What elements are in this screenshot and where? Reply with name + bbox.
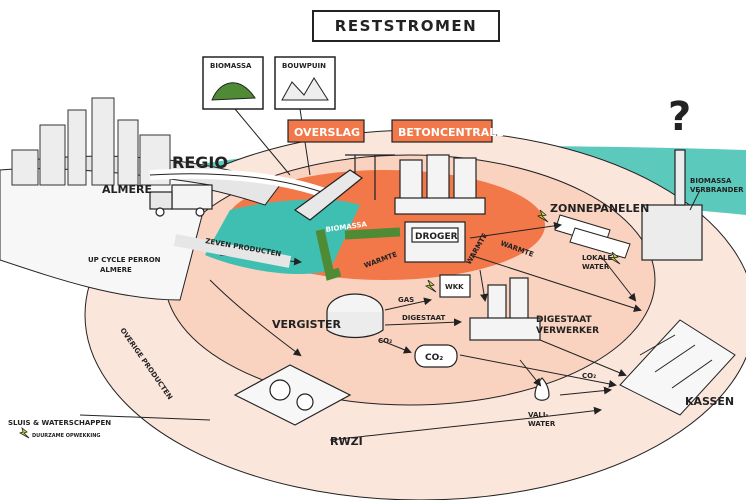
betoncentrale-box (391, 119, 493, 143)
zonnepanelen-label: ZONNEPANELEN (550, 202, 649, 215)
up-cycle-label-2: ALMERE (100, 266, 132, 274)
biomassa-label: BIOMASSA (210, 62, 252, 70)
diagram-title: RESTSTROMEN (334, 17, 478, 35)
kassen-label: KASSEN (685, 395, 734, 408)
droger-building (404, 221, 466, 263)
co2-tank-icon (414, 344, 458, 368)
biomassa-arrow-to-droger (344, 227, 401, 240)
kassen-greenhouses (619, 319, 736, 416)
vergister-icon (326, 293, 384, 339)
droger-label: DROGER (415, 232, 458, 242)
flow-arrows (209, 221, 642, 441)
co2-label-1: CO₂ (378, 337, 392, 345)
vergister-label: VERGISTER (272, 318, 342, 331)
truck-icon (149, 184, 213, 217)
title-box: RESTSTROMEN (312, 10, 500, 42)
overslag-label: OVERSLAG (294, 126, 360, 139)
vali-water-label-1: VALI- (528, 411, 548, 419)
almere-label: ALMERE (102, 183, 152, 196)
sluis-sub-label: DUURZAME OPWEKKING (32, 433, 101, 439)
biomassa-callout (202, 56, 291, 176)
verbrander-pointer (689, 189, 701, 211)
betoncentrale-label: BETONCENTRALE (398, 126, 504, 139)
biomassa-verbrander-label-2: VERBRANDER (690, 186, 744, 194)
concrete-plant (394, 154, 486, 215)
biomassa-verbrander-icon (641, 149, 703, 261)
sluis-pointer (79, 414, 211, 421)
biomassa-green-arrow (315, 229, 342, 281)
overslag-box (287, 119, 365, 143)
lokale-water-label-1: LOKALE (582, 254, 612, 262)
energy-bolt-icons (19, 209, 621, 439)
gas-label: GAS (398, 296, 414, 304)
bouwpuin-callout (274, 56, 336, 176)
regio-label: REGIO (172, 153, 228, 172)
city-skyline (11, 97, 171, 186)
biomassa-verbrander-label-1: BIOMASSA (690, 177, 732, 185)
rwzi-icon (233, 364, 352, 426)
sluis-label: SLUIS & WATERSCHAPPEN (8, 419, 111, 427)
wkk-label: WKK (445, 283, 464, 291)
wkk-box (439, 274, 471, 298)
digestaat-verwerker-label-2: VERWERKER (536, 326, 599, 336)
lokale-water-label-2: WATER (582, 263, 610, 271)
up-cycle-label-1: UP CYCLE PERRON (88, 256, 161, 264)
zeven-producten-band (173, 234, 292, 268)
crane-icon (345, 154, 395, 200)
digestaat-verwerker-icon (469, 277, 541, 341)
rwzi-label: RWZI (330, 435, 363, 448)
digestaat-label: DIGESTAAT (402, 314, 446, 322)
question-mark: ? (668, 94, 691, 140)
co2-tank-label: CO₂ (425, 353, 443, 363)
co2-label-2: CO₂ (582, 372, 596, 380)
vali-water-label-2: WATER (528, 420, 556, 428)
ship-icon (293, 169, 364, 221)
digestaat-verwerker-label-1: DIGESTAAT (536, 315, 593, 325)
bouwpuin-label: BOUWPUIN (282, 62, 326, 70)
